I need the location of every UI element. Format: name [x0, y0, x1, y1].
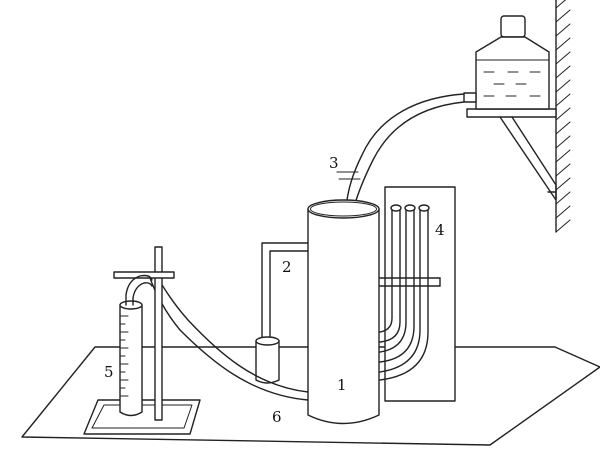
label-2: 2: [282, 258, 292, 276]
tube-panel-4: [377, 186, 456, 402]
pipe-2: [261, 242, 309, 341]
labels: 1 2 3 4 5 6: [104, 154, 445, 426]
graduated-tube-5: [119, 274, 153, 417]
label-5: 5: [104, 363, 114, 381]
wall: [555, 0, 571, 233]
label-1: 1: [337, 376, 347, 394]
hose-3: [336, 93, 465, 208]
wall-shelf-bracket: [466, 108, 557, 201]
label-4: 4: [435, 221, 445, 239]
water-bottle: [463, 15, 550, 110]
label-6: 6: [272, 408, 282, 426]
small-container: [255, 336, 280, 384]
main-cylinder-1: [307, 199, 380, 425]
stand: [83, 246, 201, 435]
label-3: 3: [329, 154, 339, 172]
